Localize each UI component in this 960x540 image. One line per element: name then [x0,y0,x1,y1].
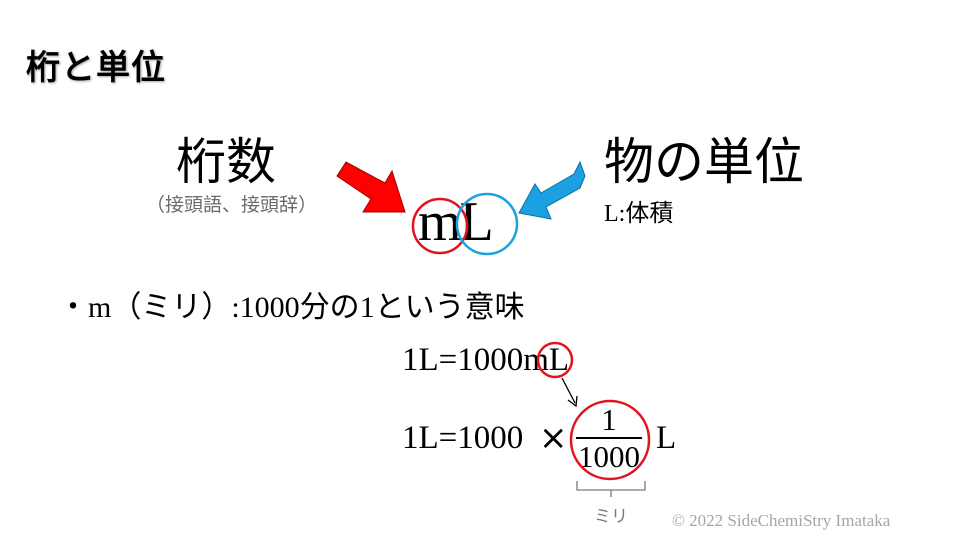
copyright-text: © 2022 SideChemiStry Imataka [672,511,891,530]
slide-title: 桁と単位 [26,48,166,88]
unit-separator: : [618,201,626,227]
unit-meaning: 体積 [625,199,674,227]
pointer-arrow-head-icon [567,395,578,408]
red-circle-fraction [569,399,651,481]
unit-subheading: L:体積 [604,193,673,228]
prefix-subheading: （接頭語、接頭辞） [146,194,318,216]
blue-circle-l [455,192,519,256]
brace-label-milli: ミリ [594,507,628,527]
equation-2-unit: L [656,420,677,456]
fraction-bar [576,437,642,439]
red-arrow-icon [336,161,406,213]
red-circle-m [411,197,469,255]
bullet-milli-meaning: ・m（ミリ）:1000分の1という意味 [58,290,525,325]
pointer-arrow-line [561,377,576,404]
fraction-numerator: 1 [601,402,617,437]
fraction-denominator: 1000 [578,439,640,474]
prefix-heading: 桁数 [176,133,276,191]
fraction-one-thousandth: 1 1000 [574,404,644,473]
equation-2-left: 1L=1000 [402,420,524,456]
under-brace [576,481,646,497]
times-operator: × [539,418,568,458]
bullet-marker: ・ [58,290,88,325]
unit-heading: 物の単位 [604,133,804,191]
blue-arrow-icon [518,160,586,220]
unit-symbol: L [604,201,619,227]
red-circle-m-eq1 [536,341,574,379]
